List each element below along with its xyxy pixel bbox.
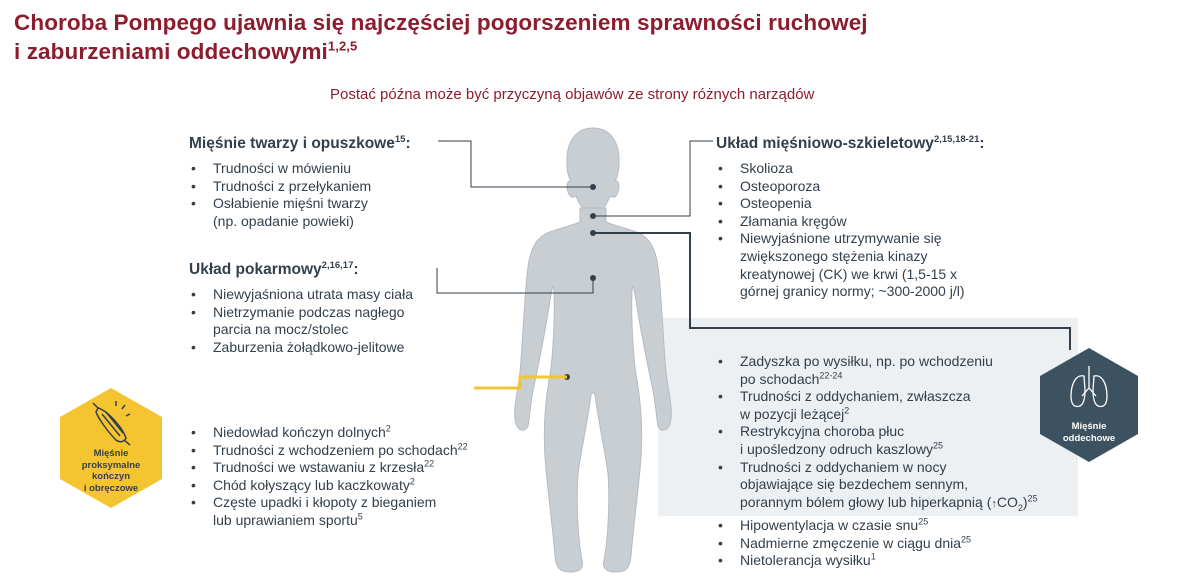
list-item: w pozycji leżącej2 (740, 405, 850, 422)
title-line1: Choroba Pompego ujawnia się najczęściej … (14, 10, 868, 35)
lungs-icon (1070, 366, 1108, 408)
list-item: Zaburzenia żołądkowo-jelitowe (189, 339, 449, 357)
list-item: i upośledzony odruch kaszlowy25 (740, 440, 944, 457)
list-item: Osteoporoza (716, 178, 1006, 196)
list-item: Restrykcyjna choroba płuc (716, 423, 1066, 441)
muscle-icon (92, 401, 131, 446)
list-item: Częste upadki i kłopoty z bieganiem (189, 494, 509, 512)
list-item: Osłabienie mięśni twarzy (189, 195, 439, 213)
list-item: Niedowład kończyn dolnych2 (189, 424, 509, 442)
list-item: Chód kołyszący lub kaczkowaty2 (189, 477, 509, 495)
musculoskeletal-heading: Układ mięśniowo-szkieletowy2,15,18-21: (716, 134, 985, 153)
list-item: Skolioza (716, 160, 1006, 178)
list-item: Zadyszka po wysiłku, np. po wchodzeniu (716, 353, 1066, 371)
title-line2: i zaburzeniami oddechowymi (14, 39, 328, 64)
list-item: Trudności w mówieniu (189, 160, 439, 178)
list-item: kreatynowej (CK) we krwi (1,5-15 x (740, 265, 958, 282)
list-item: Niewyjaśnione utrzymywanie się (716, 230, 1006, 248)
list-item: zwiększonego stężenia kinazy (740, 247, 928, 264)
limb-accent-line (474, 375, 567, 390)
list-item: porannym bólem głowy lub hiperkapnią (↑C… (740, 493, 1038, 513)
page-title: Choroba Pompego ujawnia się najczęściej … (14, 8, 1094, 66)
list-item: Niewyjaśniona utrata masy ciała (189, 286, 449, 304)
list-item: Osteopenia (716, 195, 1006, 213)
page-subtitle: Postać późna może być przyczyną objawów … (330, 86, 815, 103)
face-symptom-list: Trudności w mówieniu Trudności z przełyk… (189, 160, 439, 230)
list-item: Trudności we wstawaniu z krzesła22 (189, 459, 509, 477)
list-item: objawiające się bezdechem sennym, (740, 476, 969, 493)
arrow-up-icon: ↑ (991, 497, 997, 510)
list-item: Nietolerancja wysiłku1 (716, 552, 1066, 570)
respiratory-badge-label: Mięśnie oddechowe (1062, 421, 1116, 444)
respiratory-panel (658, 318, 1078, 516)
list-item: Trudności z wchodzeniem po schodach22 (189, 441, 509, 460)
respiratory-symptom-list: Zadyszka po wysiłku, np. po wchodzeniu p… (716, 353, 1066, 570)
list-item: Trudności z oddychaniem, zwłaszcza (716, 388, 1066, 406)
list-item: lub uprawianiem sportu5 (213, 511, 363, 528)
human-silhouette (514, 127, 672, 573)
list-item: Trudności z oddychaniem w nocy (716, 459, 1066, 477)
list-item: Złamania kręgów (716, 213, 1006, 231)
limb-symptom-list: Niedowład kończyn dolnych2 Trudności z w… (189, 424, 509, 530)
respiratory-muscle-badge (1040, 348, 1138, 462)
title-refs: 1,2,5 (327, 38, 358, 54)
limb-muscle-badge (60, 388, 162, 508)
digestive-symptom-list: Niewyjaśniona utrata masy ciała Nietrzym… (189, 286, 449, 356)
limb-badge-label: Mięśnie proksymalne kończyn i obręczowe (81, 448, 141, 494)
musculoskeletal-symptom-list: Skolioza Osteoporoza Osteopenia Złamania… (716, 160, 1006, 301)
list-item: górnej granicy normy; ~300-2000 j/l) (740, 283, 965, 300)
list-item: Hipowentylacja w czasie snu25 (716, 517, 1066, 535)
face-heading: Mięśnie twarzy i opuszkowe15: (189, 134, 411, 153)
digestive-heading: Układ pokarmowy2,16,17: (189, 260, 359, 279)
list-item: (np. opadanie powieki) (213, 212, 354, 229)
list-item: Nadmierne zmęczenie w ciągu dnia25 (716, 535, 1066, 553)
list-item: Nietrzymanie podczas nagłego (189, 304, 449, 322)
list-item: parcia na mocz/stolec (213, 321, 349, 338)
list-item: Trudności z przełykaniem (189, 178, 439, 196)
list-item: po schodach22-24 (740, 369, 843, 387)
connector-lines (436, 140, 1071, 350)
